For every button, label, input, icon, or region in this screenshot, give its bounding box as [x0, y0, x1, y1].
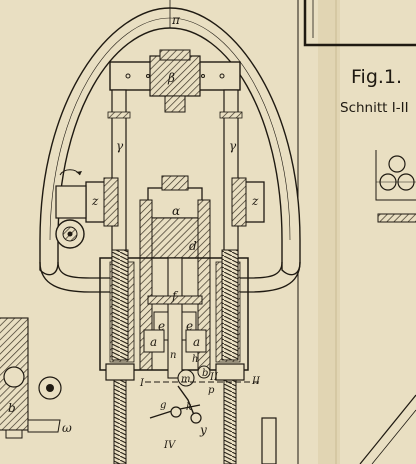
joint-g — [170, 406, 182, 418]
label-e-right: e — [186, 319, 193, 333]
label-section-II: II — [251, 376, 261, 387]
label-section-II-b: II — [209, 372, 219, 383]
a-block-right — [185, 329, 207, 353]
nut-left — [105, 363, 135, 381]
crosshead-hub — [149, 55, 201, 97]
right-bottom-post — [261, 417, 277, 464]
a-block-left — [143, 329, 165, 353]
arch-frame — [39, 7, 301, 276]
label-e-left: e — [158, 319, 165, 333]
screw-left-upper — [111, 249, 129, 361]
label-section-I: I — [139, 378, 145, 389]
bolt-hole — [219, 73, 225, 79]
pulley-center — [67, 231, 73, 237]
figure-title: Fig.1. — [351, 66, 403, 88]
section-roller — [388, 155, 406, 173]
bolt-hole — [146, 74, 150, 78]
left-machine-hub — [46, 384, 54, 392]
arrow-head-icon — [76, 171, 82, 175]
label-h: h — [192, 354, 198, 365]
gear-b — [197, 365, 211, 379]
crosshead-top-block — [159, 49, 191, 61]
label-d: d — [189, 239, 197, 253]
label-m: m — [181, 374, 190, 385]
clamp-z-right-hatch — [231, 177, 247, 227]
paper-fold-shadow — [318, 0, 340, 464]
section-bracket — [375, 150, 416, 201]
label-gamma-right: γ — [229, 139, 237, 153]
left-machine-wheel — [3, 366, 25, 388]
cylinder-d-block — [151, 217, 199, 259]
clamp-left-body — [55, 185, 87, 219]
bolt-hole — [201, 74, 205, 78]
label-IV: IV — [163, 440, 177, 451]
spindle-flange — [147, 295, 203, 305]
rod-collar-right — [219, 111, 243, 119]
crosshead-bottom-block — [164, 95, 186, 113]
label-omega: ω — [62, 421, 72, 435]
frame-corner — [303, 0, 416, 47]
right-loop — [228, 261, 301, 293]
label-a-right: a — [193, 335, 200, 349]
bolt-hole — [125, 73, 131, 79]
screw-right-lower — [223, 379, 237, 464]
label-z-left: z — [91, 194, 99, 208]
left-loop — [39, 261, 112, 293]
clamp-z-left-hatch — [103, 177, 119, 227]
rod-collar-left — [107, 111, 131, 119]
label-pi: π — [171, 13, 181, 27]
left-machine-bolt — [5, 429, 23, 439]
label-b: b — [202, 368, 208, 379]
label-f: f — [171, 289, 179, 303]
screw-left-lower — [113, 379, 127, 464]
nut-right — [215, 363, 245, 381]
label-y: y — [199, 423, 207, 437]
label-a-left: a — [150, 335, 157, 349]
right-diagonal-2 — [371, 409, 416, 464]
label-b-left: b — [8, 401, 16, 415]
left-machine-arm — [27, 419, 61, 433]
section-caption: Schnitt I-II — [340, 100, 409, 116]
label-n: n — [170, 350, 176, 361]
label-beta: β — [167, 71, 175, 85]
screw-right-upper — [221, 249, 239, 361]
cylinder-alpha-cap — [161, 175, 189, 191]
label-k: k — [186, 402, 192, 413]
label-gamma-left: γ — [116, 139, 124, 153]
right-diagonal — [359, 394, 416, 464]
label-p: p — [208, 385, 215, 396]
label-g: g — [160, 400, 166, 411]
joint-y — [190, 412, 202, 424]
label-z-right: z — [251, 194, 259, 208]
section-base-plate — [377, 213, 416, 223]
label-alpha: α — [172, 204, 180, 218]
